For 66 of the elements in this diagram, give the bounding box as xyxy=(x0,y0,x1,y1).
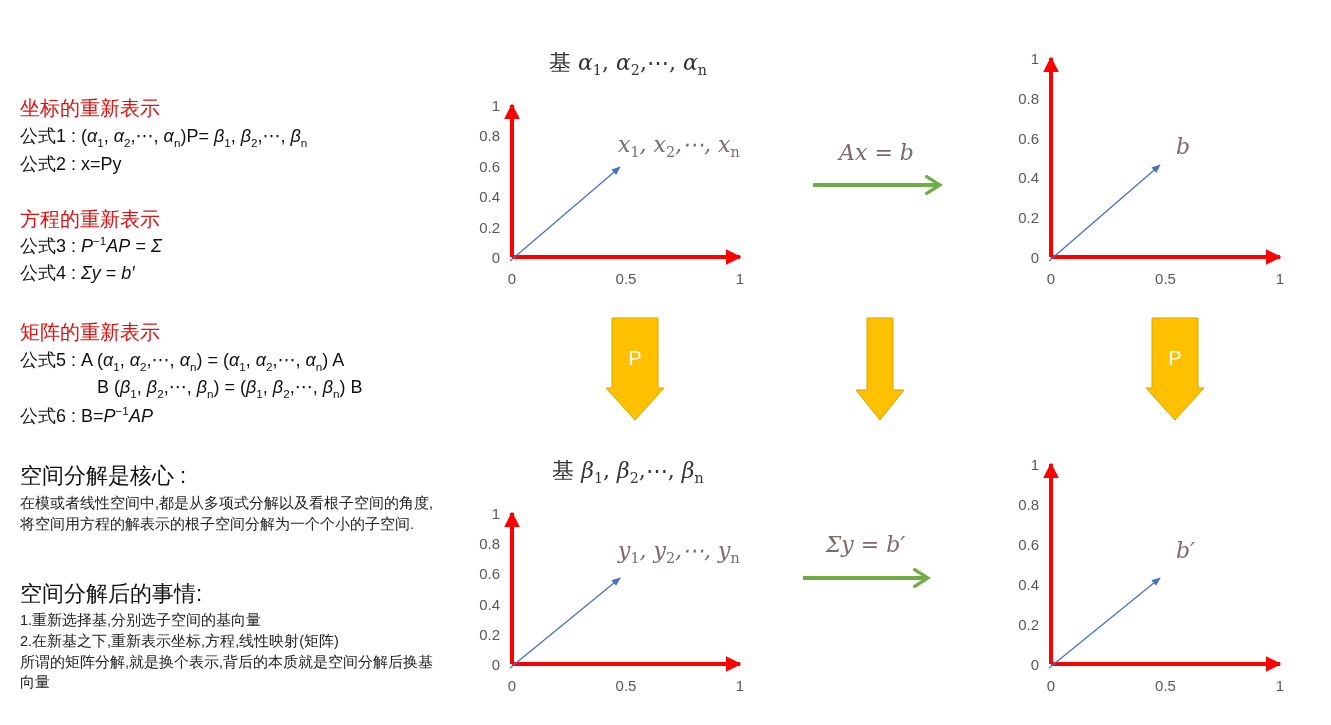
tick-label: 0.5 xyxy=(1155,271,1176,286)
edge-label: P xyxy=(1168,347,1182,370)
tick-label: 0.2 xyxy=(479,626,500,642)
tick-label: 1 xyxy=(735,678,745,693)
tick-label: 1 xyxy=(1030,456,1039,472)
tick-label: 0 xyxy=(491,656,500,672)
arrow xyxy=(813,175,942,195)
block-arrow xyxy=(605,317,665,421)
tick-label: 0.5 xyxy=(615,271,637,286)
list-item: 1.重新选择基,分别选子空间的基向量 xyxy=(20,611,263,630)
tick-label: 1 xyxy=(1275,271,1285,286)
vector-label: b′ xyxy=(1176,538,1196,563)
tick-label: 1 xyxy=(735,271,745,286)
formula-text: B (β$_{1}$, β$_{2}$,⋯, β$_{n}$) = (β$_{1}$, β$_{2}$,⋯, β$_{n}$) B xyxy=(97,376,364,402)
formula-text: 公式1 : (α$_{1}$, α$_{2}$,⋯, α$_{n}$)P= β$_{1}$, β$_{2}$,⋯, β$_{n}$ xyxy=(20,125,309,151)
formula-text: 公式6 : B=P$^{−1}$AP xyxy=(20,404,154,428)
tick-label: 0 xyxy=(1030,249,1039,265)
list-item: 2.在新基之下,重新表示坐标,方程,线性映射(矩阵) xyxy=(20,632,340,651)
tick-label: 0.4 xyxy=(1018,169,1039,185)
basis-heading: 基 β$_{1}$, β$_{2}$,⋯, β$_{n}$ xyxy=(552,457,704,487)
tick-label: 0 xyxy=(507,678,517,693)
section-heading: 坐标的重新表示 xyxy=(20,96,161,121)
tick-label: 0.8 xyxy=(1018,90,1039,106)
vector-label: x$_{1}$, x$_{2}$,⋯, x$_{n}$ xyxy=(618,132,740,161)
tick-label: 0.8 xyxy=(479,127,500,143)
section-heading: 空间分解是核心 : xyxy=(20,462,188,490)
tick-label: 1 xyxy=(491,97,500,113)
tick-label: 0.4 xyxy=(479,596,500,612)
section-heading: 空间分解后的事情: xyxy=(20,580,204,608)
tick-label: 0.6 xyxy=(479,158,500,174)
tick-label: 0.6 xyxy=(1018,536,1039,552)
tick-label: 0.2 xyxy=(1018,209,1039,225)
tick-label: 0.8 xyxy=(1018,496,1039,512)
arrow xyxy=(803,568,930,588)
tick-label: 0.6 xyxy=(479,565,500,581)
tick-label: 0.2 xyxy=(479,219,500,235)
block-arrow xyxy=(1145,317,1205,421)
tick-label: 1 xyxy=(1275,678,1285,693)
tick-label: 0 xyxy=(1046,678,1056,693)
tick-label: 0.5 xyxy=(1155,678,1176,693)
formula-text: 公式2 : x=Py xyxy=(20,153,123,176)
formula-text: 公式4 : Σy = b′ xyxy=(20,262,136,285)
vector-label: y$_{1}$, y$_{2}$,⋯, y$_{n}$ xyxy=(618,538,740,567)
tick-label: 0.4 xyxy=(479,188,500,204)
tick-label: 0 xyxy=(1030,656,1039,672)
paragraph-text: 在模或者线性空间中,都是从多项式分解以及看根子空间的角度,将空间用方程的解表示的根子空间分解为一个个小的子空间. xyxy=(20,494,435,534)
tick-label: 0 xyxy=(1046,271,1056,286)
tick-label: 0.6 xyxy=(1018,130,1039,146)
section-heading: 矩阵的重新表示 xyxy=(20,320,161,345)
tick-label: 0 xyxy=(491,249,500,265)
tick-label: 0.4 xyxy=(1018,576,1039,592)
basis-heading: 基 α$_{1}$, α$_{2}$,⋯, α$_{n}$ xyxy=(549,49,707,79)
formula-text: 公式3 : P$^{−1}$AP = Σ xyxy=(20,234,164,258)
tick-label: 0 xyxy=(507,271,517,286)
edge-label: Σy = b′ xyxy=(825,532,906,557)
tick-label: 0.2 xyxy=(1018,616,1039,632)
tick-label: 1 xyxy=(1030,50,1039,66)
edge-label: P xyxy=(628,347,642,370)
tick-label: 0.5 xyxy=(615,678,637,693)
edge-label: Ax = b xyxy=(839,140,914,165)
formula-text: 公式5 : A (α$_{1}$, α$_{2}$,⋯, α$_{n}$) = (α$_{1}$, α$_{2}$,⋯, α$_{n}$) A xyxy=(20,349,346,375)
tick-label: 0.8 xyxy=(479,535,500,551)
tick-label: 1 xyxy=(491,505,500,521)
list-item: 所谓的矩阵分解,就是换个表示,背后的本质就是空间分解后换基向量 xyxy=(20,653,435,693)
section-heading: 方程的重新表示 xyxy=(20,207,161,232)
vector-label: b xyxy=(1176,134,1191,159)
